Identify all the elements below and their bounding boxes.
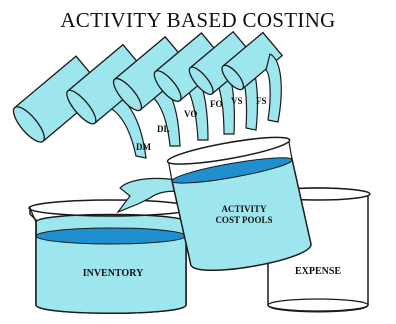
- activity-cost-pools-beaker: [166, 136, 312, 272]
- inventory-beaker: [28, 199, 194, 314]
- cost-element-cups: [12, 30, 284, 159]
- cup-fs: [221, 31, 284, 91]
- label-dm: DM: [136, 142, 151, 152]
- label-fo: FO: [210, 99, 223, 109]
- pour-fs: [265, 53, 282, 123]
- label-vs: VS: [231, 96, 243, 106]
- label-vo: VO: [184, 109, 197, 119]
- label-dl: DL: [157, 124, 170, 134]
- pour-stream-inventory: [116, 177, 181, 214]
- label-expense: EXPENSE: [295, 266, 341, 277]
- cup-dm: [12, 55, 106, 143]
- label-fs: FS: [256, 96, 267, 106]
- diagram-title: ACTIVITY BASED COSTING: [60, 8, 336, 32]
- label-inventory: INVENTORY: [83, 268, 144, 279]
